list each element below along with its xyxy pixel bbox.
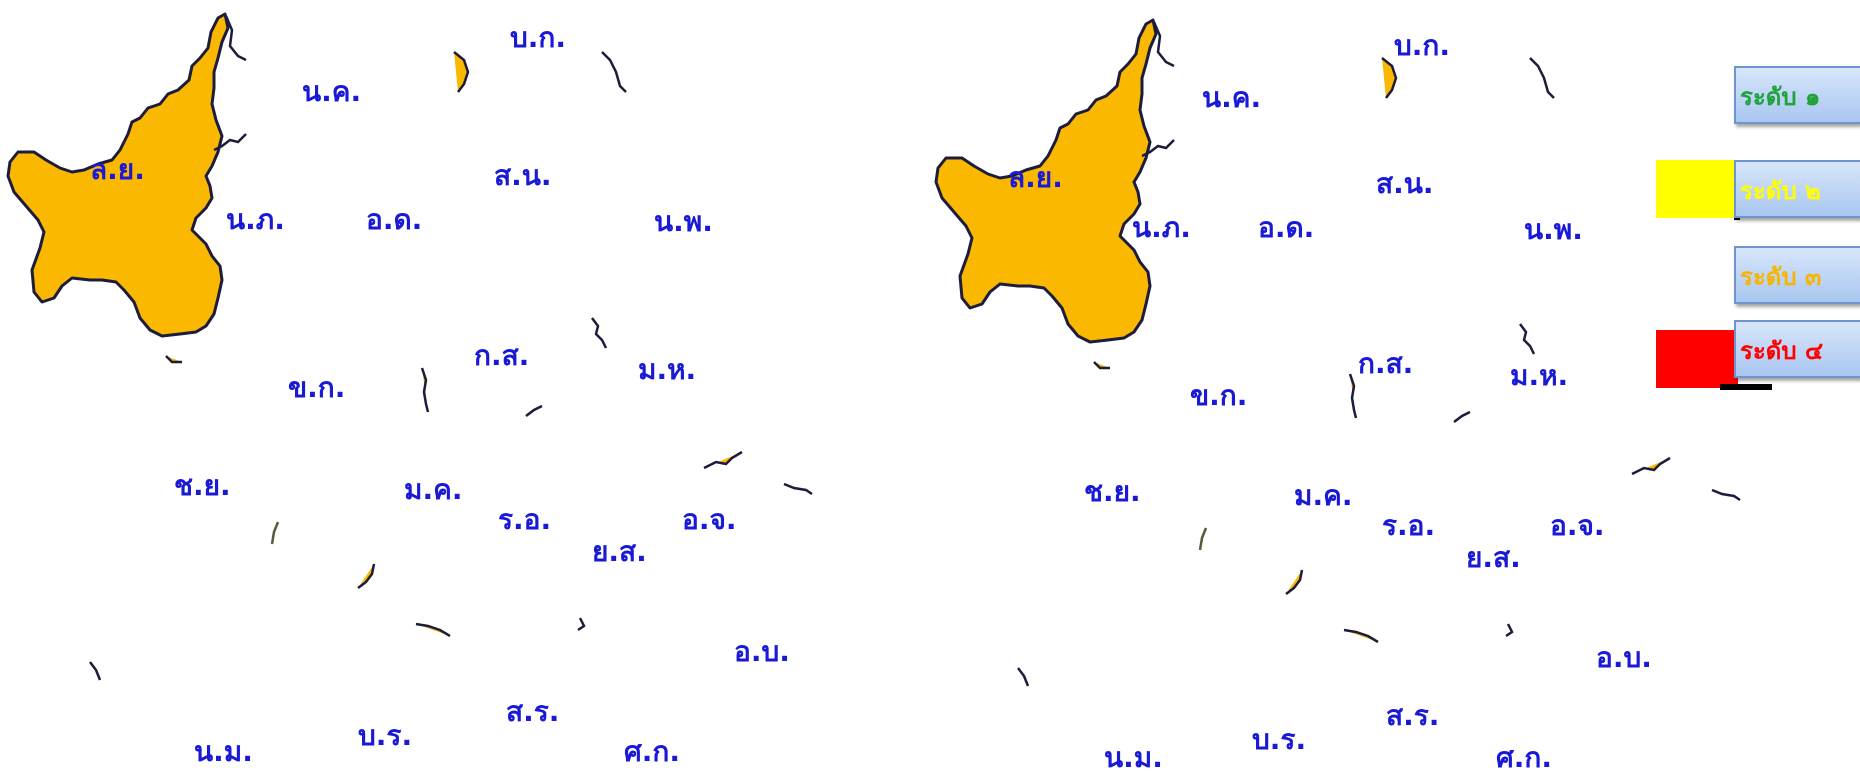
province-label: ส.น. <box>1376 167 1434 200</box>
province-loei-shape[interactable] <box>934 18 1158 344</box>
boundary-fragment <box>1505 623 1514 638</box>
boundary-fragment <box>1453 410 1471 423</box>
map-right-shapes <box>934 18 1741 687</box>
boundary-fragment <box>165 355 182 364</box>
map-left: บ.ก. น.ค. ล.ย. ส.น. น.ภ. อ.ด. น.พ. ก.ส. … <box>0 0 900 774</box>
boundary-fragment <box>415 622 451 638</box>
province-label: น.พ. <box>1524 213 1583 246</box>
boundary-fragment <box>1017 667 1030 687</box>
boundary-fragment <box>1529 57 1555 99</box>
boundary-fragment <box>1285 569 1304 595</box>
boundary-fragment <box>1141 139 1175 158</box>
province-label: ช.ย. <box>174 469 231 502</box>
province-label: บ.ร. <box>358 719 413 752</box>
province-label: ร.อ. <box>1382 509 1436 542</box>
province-label: อ.บ. <box>734 635 790 668</box>
legend-swatch-shadow <box>1720 384 1772 390</box>
province-label: ศ.ก. <box>624 735 680 768</box>
province-label: บ.ร. <box>1252 723 1307 756</box>
province-label: ม.ห. <box>638 353 697 386</box>
legend-button-level1[interactable]: ระดับ ๑ <box>1734 66 1860 124</box>
boundary-fragment <box>601 51 627 93</box>
province-label: อ.ด. <box>366 203 423 236</box>
boundary-fragment <box>357 563 376 589</box>
province-label: ศ.ก. <box>1496 741 1552 774</box>
boundary-fragment <box>1152 21 1175 68</box>
province-label: ส.ร. <box>1386 699 1440 732</box>
boundary-fragment <box>420 367 430 413</box>
map-right: บ.ก. น.ค. ล.ย. ส.น. น.ภ. อ.ด. น.พ. ก.ส. … <box>900 0 1800 774</box>
province-label: อ.ด. <box>1258 211 1315 244</box>
province-label: ข.ก. <box>288 371 346 404</box>
province-label: ช.ย. <box>1084 475 1141 508</box>
province-label-highlighted: ล.ย. <box>1008 161 1063 194</box>
province-label: อ.จ. <box>682 503 737 536</box>
boundary-fragment <box>525 404 543 417</box>
boundary-fragment <box>1519 323 1536 355</box>
boundary-fragment <box>1711 488 1741 502</box>
boundary-fragment <box>1348 373 1358 419</box>
boundary-fragment <box>1343 628 1379 644</box>
province-label: น.ม. <box>1104 741 1163 774</box>
boundary-fragment <box>213 133 247 152</box>
legend-button-level3[interactable]: ระดับ ๓ <box>1734 246 1860 304</box>
legend-swatch-level2 <box>1656 160 1738 218</box>
province-label: บ.ก. <box>510 21 566 54</box>
province-label: ร.อ. <box>498 503 552 536</box>
province-label: ย.ส. <box>1466 541 1521 574</box>
province-label: อ.บ. <box>1596 641 1652 674</box>
province-label: น.ภ. <box>226 203 285 236</box>
boundary-fragment <box>89 661 102 681</box>
province-label: อ.จ. <box>1550 509 1605 542</box>
province-label: ย.ส. <box>592 535 647 568</box>
province-label: ส.ร. <box>506 695 560 728</box>
province-label: น.ค. <box>1202 81 1262 114</box>
boundary-fragment <box>1093 361 1110 370</box>
province-label: ส.น. <box>494 159 552 192</box>
boundary-fragment <box>224 15 247 62</box>
boundary-fragment <box>783 482 813 496</box>
province-label: ม.ค. <box>404 473 463 506</box>
boundary-fragment <box>453 51 470 93</box>
province-label: ม.ห. <box>1510 359 1569 392</box>
legend-button-level2[interactable]: ระดับ ๒ <box>1734 160 1860 218</box>
province-label: ก.ส. <box>474 339 530 372</box>
boundary-fragment <box>591 317 608 349</box>
boundary-fragment <box>270 521 280 545</box>
province-label: ก.ส. <box>1358 347 1414 380</box>
province-label: น.ม. <box>194 735 253 768</box>
province-label: น.พ. <box>654 205 713 238</box>
province-label: บ.ก. <box>1394 29 1450 62</box>
province-label: ม.ค. <box>1294 479 1353 512</box>
boundary-fragment <box>1198 527 1208 551</box>
legend-button-level4[interactable]: ระดับ ๔ <box>1734 320 1860 378</box>
province-loei-shape[interactable] <box>6 12 230 338</box>
legend-swatch-level4 <box>1656 330 1738 388</box>
boundary-fragment <box>1381 57 1398 99</box>
province-label-highlighted: ล.ย. <box>90 153 145 186</box>
province-label: น.ภ. <box>1132 211 1191 244</box>
map-left-shapes <box>6 12 813 681</box>
province-label: ข.ก. <box>1190 379 1248 412</box>
boundary-fragment <box>703 450 743 470</box>
boundary-fragment <box>1631 456 1671 476</box>
boundary-fragment <box>577 617 586 632</box>
province-label: น.ค. <box>302 75 362 108</box>
